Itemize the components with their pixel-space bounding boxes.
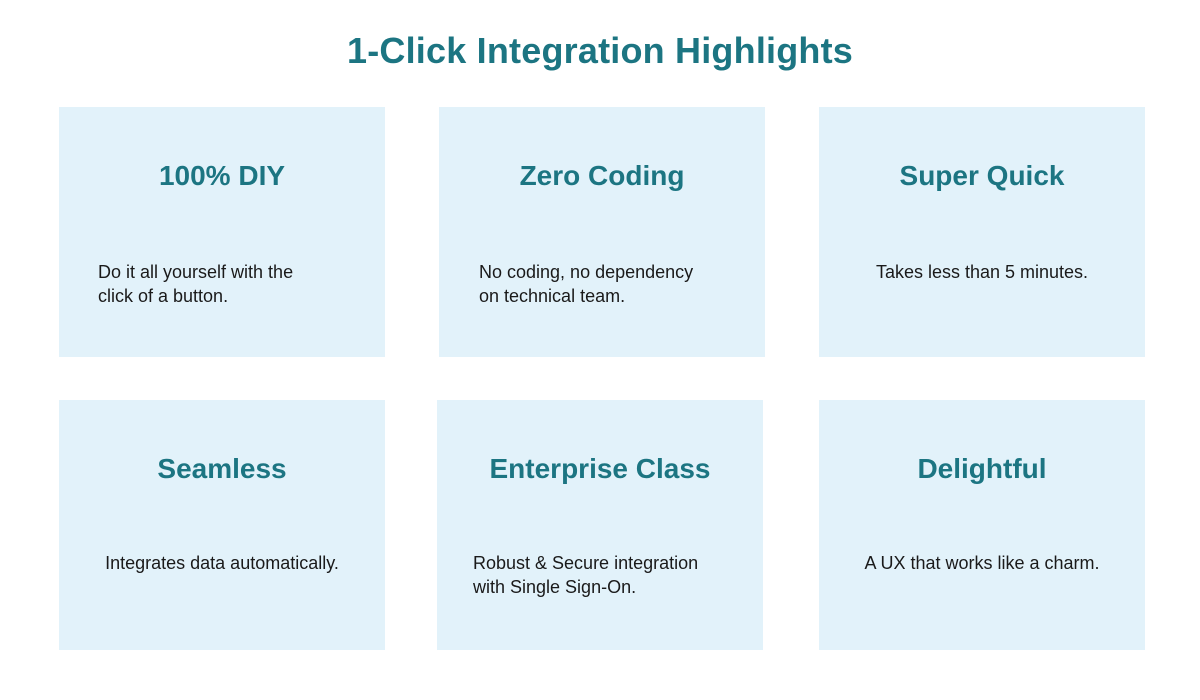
card-description-line: A UX that works like a charm.: [864, 553, 1100, 573]
card-description: Robust & Secure integration with Single …: [473, 551, 698, 599]
card-description-line: Takes less than 5 minutes.: [875, 262, 1089, 282]
card-description-line: click of a button.: [98, 286, 229, 306]
card-description-line: Integrates data automatically.: [105, 553, 339, 573]
card-title: Zero Coding: [519, 160, 685, 191]
card-description: A UX that works like a charm.: [819, 551, 1145, 575]
card-description: Do it all yourself with the click of a b…: [98, 260, 293, 308]
card-title: Enterprise Class: [489, 453, 711, 484]
card-description-line: Robust & Secure integration: [473, 553, 699, 573]
card-description-line: on technical team.: [479, 286, 626, 306]
highlight-card-diy: 100% DIY Do it all yourself with the cli…: [59, 107, 385, 357]
card-title: Seamless: [157, 453, 287, 484]
highlight-card-super-quick: Super Quick Takes less than 5 minutes.: [819, 107, 1145, 357]
page-title: 1-Click Integration Highlights: [346, 30, 854, 71]
card-description: No coding, no dependency on technical te…: [479, 260, 693, 308]
highlight-card-zero-coding: Zero Coding No coding, no dependency on …: [439, 107, 765, 357]
card-title: 100% DIY: [158, 160, 286, 191]
card-title: Super Quick: [899, 160, 1065, 191]
card-description-line: Do it all yourself with the: [98, 262, 294, 282]
highlight-card-delightful: Delightful A UX that works like a charm.: [819, 400, 1145, 650]
card-title: Delightful: [917, 453, 1047, 484]
card-description: Takes less than 5 minutes.: [819, 260, 1145, 284]
highlight-card-seamless: Seamless Integrates data automatically.: [59, 400, 385, 650]
card-description-line: No coding, no dependency: [479, 262, 694, 282]
card-description: Integrates data automatically.: [59, 551, 385, 575]
highlight-card-enterprise-class: Enterprise Class Robust & Secure integra…: [437, 400, 763, 650]
card-description-line: with Single Sign-On.: [473, 577, 637, 597]
